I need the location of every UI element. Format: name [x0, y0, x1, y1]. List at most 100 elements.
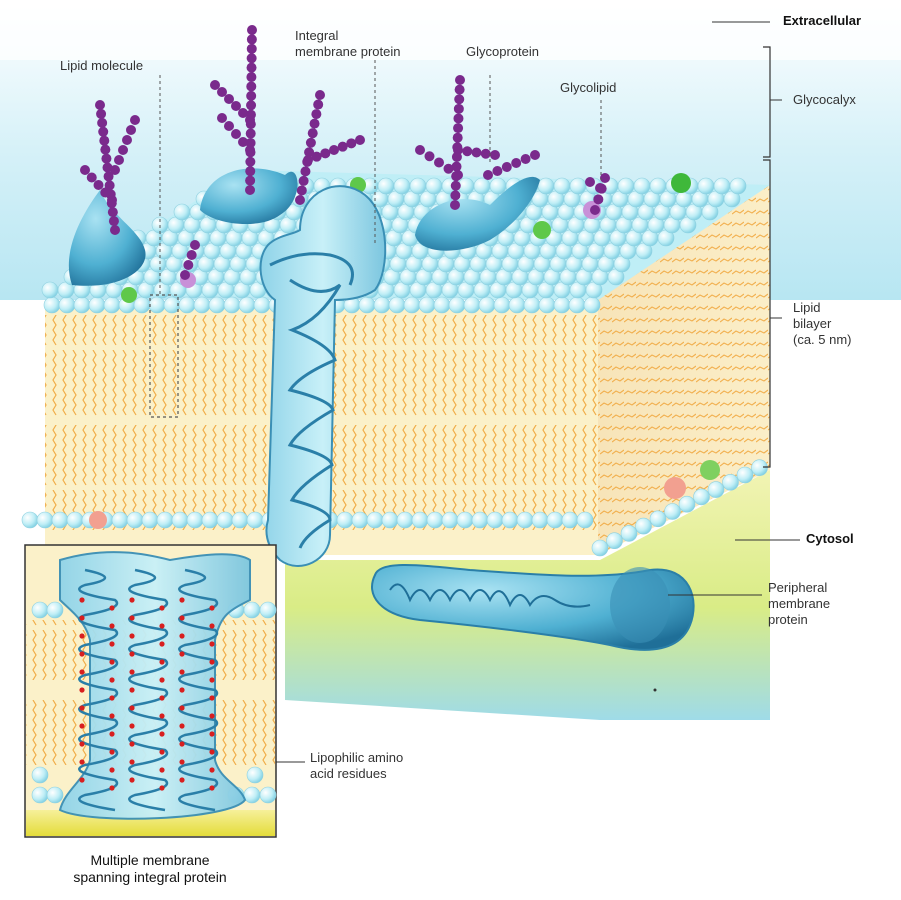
phospholipid-head — [427, 512, 443, 528]
phospholipid-head — [224, 297, 240, 313]
lipophilic-residue — [159, 785, 164, 790]
sugar-residue — [247, 53, 257, 63]
phospholipid-head — [410, 178, 426, 194]
phospholipid-head — [694, 489, 710, 505]
phospholipid-head — [679, 496, 695, 512]
phospholipid-head — [244, 787, 260, 803]
sugar-residue — [530, 150, 540, 160]
sugar-residue — [481, 149, 491, 159]
phospholipid-head — [112, 512, 128, 528]
label-lipophilic-residues: Lipophilic amino acid residues — [310, 750, 403, 782]
sugar-residue — [521, 154, 531, 164]
phospholipid-head — [179, 297, 195, 313]
phospholipid-head — [434, 297, 450, 313]
inset-caption: Multiple membrane spanning integral prot… — [0, 852, 300, 886]
sugar-residue — [217, 113, 227, 123]
phospholipid-head — [359, 297, 375, 313]
phospholipid-head — [442, 512, 458, 528]
phospholipid-head — [260, 602, 276, 618]
sugar-residue — [454, 94, 464, 104]
phospholipid-head — [449, 297, 465, 313]
phospholipid-head — [569, 297, 585, 313]
lipophilic-residue — [179, 759, 184, 764]
phospholipid-head — [554, 297, 570, 313]
lipophilic-residue — [159, 713, 164, 718]
phospholipid-head — [32, 767, 48, 783]
phospholipid-head — [570, 178, 586, 194]
lipophilic-residue — [129, 705, 134, 710]
phospholipid-head — [104, 297, 120, 313]
lipophilic-residue — [109, 695, 114, 700]
sugar-residue — [224, 121, 234, 131]
phospholipid-head — [650, 511, 666, 527]
sugar-residue — [453, 170, 463, 180]
phospholipid-head — [37, 512, 53, 528]
sugar-residue — [310, 119, 320, 129]
phospholipid-head — [367, 512, 383, 528]
lipophilic-residue — [159, 749, 164, 754]
lipophilic-residue — [79, 651, 84, 656]
lipophilic-residue — [109, 749, 114, 754]
sugar-residue — [118, 145, 128, 155]
sugar-residue — [94, 180, 104, 190]
phospholipid-head — [67, 512, 83, 528]
phospholipid-head — [89, 297, 105, 313]
phospholipid-head — [464, 297, 480, 313]
phospholipid-head — [636, 518, 652, 534]
phospholipid-head — [539, 297, 555, 313]
sugar-residue — [453, 145, 463, 155]
lipophilic-residue — [109, 767, 114, 772]
sugar-residue — [338, 142, 348, 152]
lipophilic-residue — [129, 759, 134, 764]
sugar-residue — [451, 181, 461, 191]
lipophilic-residue — [209, 641, 214, 646]
phospholipid-head — [254, 297, 270, 313]
phospholipid-head — [524, 297, 540, 313]
sugar-residue — [425, 151, 435, 161]
sugar-residue — [246, 72, 256, 82]
phospholipid-head — [426, 178, 442, 194]
lipophilic-residue — [129, 633, 134, 638]
sugar-residue — [502, 162, 512, 172]
lipophilic-residue — [209, 659, 214, 664]
phospholipid-head — [397, 512, 413, 528]
phospholipid-head — [142, 512, 158, 528]
lipophilic-residue — [109, 677, 114, 682]
lipophilic-residue — [179, 651, 184, 656]
sugar-residue — [320, 148, 330, 158]
lipophilic-residue — [129, 777, 134, 782]
lipophilic-residue — [109, 659, 114, 664]
sugar-residue — [308, 128, 318, 138]
phospholipid-head — [22, 512, 38, 528]
lipophilic-residue — [209, 749, 214, 754]
sugar-residue — [306, 138, 316, 148]
sugar-residue — [453, 133, 463, 143]
sugar-residue — [100, 145, 110, 155]
label-cytosol: Cytosol — [806, 531, 854, 547]
label-extracellular: Extracellular — [783, 13, 861, 29]
lipophilic-residue — [79, 687, 84, 692]
sugar-residue — [329, 145, 339, 155]
phospholipid-head — [247, 512, 263, 528]
sugar-residue — [247, 63, 257, 73]
sugar-residue — [99, 136, 109, 146]
phospholipid-head — [127, 512, 143, 528]
lipophilic-residue — [179, 633, 184, 638]
sugar-residue — [312, 152, 322, 162]
lipophilic-residue — [179, 777, 184, 782]
phospholipid-head — [172, 512, 188, 528]
phospholipid-head — [52, 512, 68, 528]
phospholipid-head — [502, 512, 518, 528]
phospholipid-head — [634, 178, 650, 194]
phospholipid-head — [509, 297, 525, 313]
sugar-residue — [346, 138, 356, 148]
lipophilic-residue — [79, 759, 84, 764]
sugar-residue — [238, 137, 248, 147]
lipophilic-residue — [79, 705, 84, 710]
label-integral-membrane-protein: Integral membrane protein — [295, 28, 401, 60]
sugar-residue — [110, 225, 120, 235]
sugar-residue — [187, 250, 197, 260]
sugar-residue — [315, 90, 325, 100]
phospholipid-head — [174, 204, 190, 220]
phospholipid-head — [490, 178, 506, 194]
